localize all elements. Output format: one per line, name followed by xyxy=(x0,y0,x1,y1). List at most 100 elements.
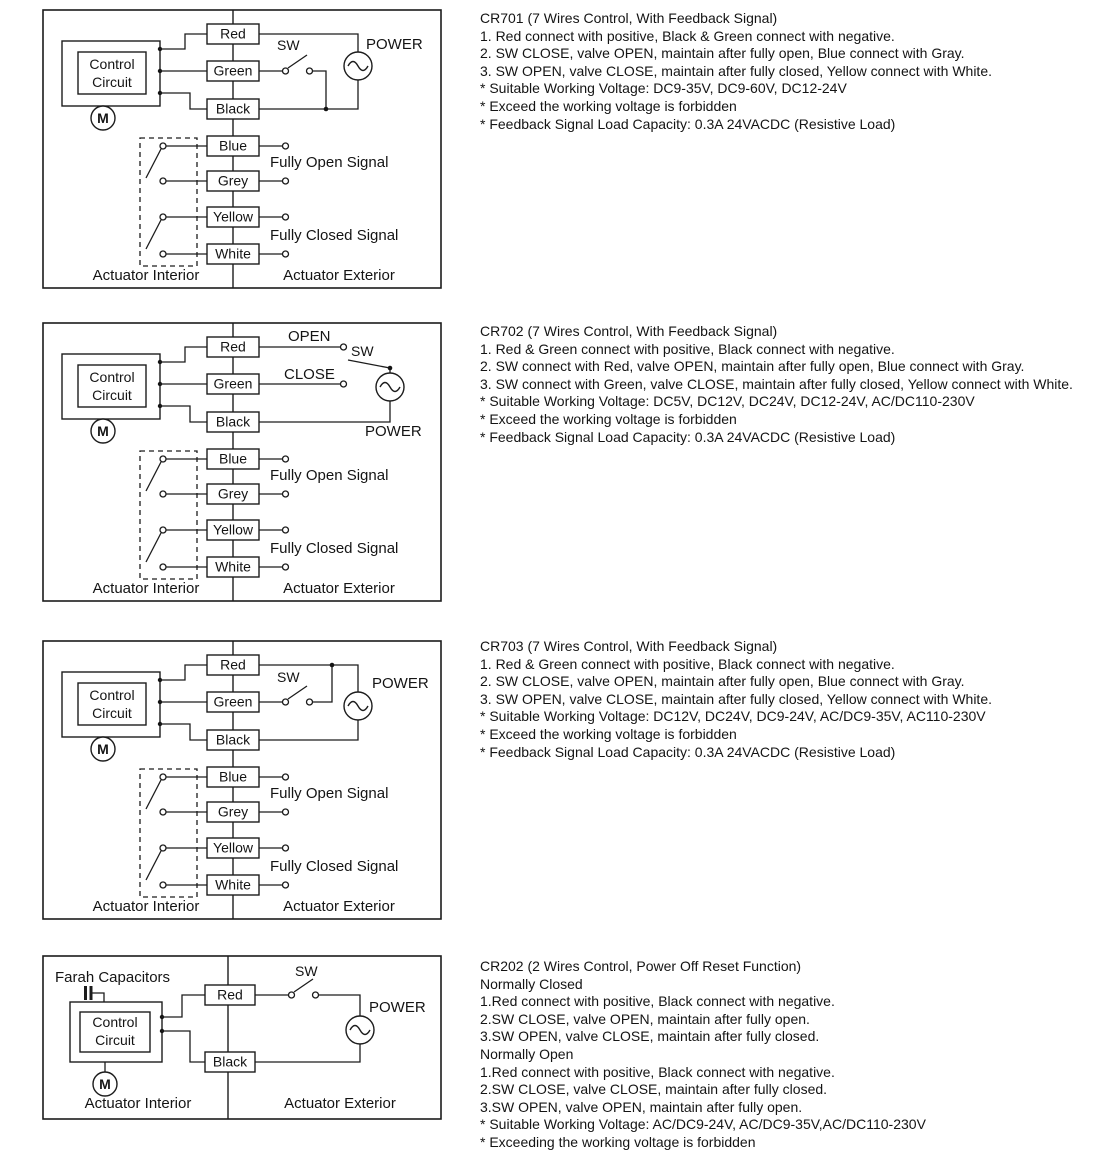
power-source-icon xyxy=(343,691,373,721)
wire-boxes xyxy=(206,336,260,578)
wire-box-yellow xyxy=(206,206,260,228)
wires xyxy=(139,664,359,898)
cr202-description: CR202 (2 Wires Control, Power Off Reset … xyxy=(480,958,1100,1152)
wire-label-red: Red xyxy=(217,987,243,1003)
wire-box-red xyxy=(204,984,256,1006)
motor-icon xyxy=(90,418,116,444)
diagram-frame xyxy=(42,955,442,1120)
actuator-exterior-label: Actuator Exterior xyxy=(283,898,395,915)
power-label: POWER xyxy=(369,999,426,1016)
cr701-line: 1. Red connect with positive, Black & Gr… xyxy=(480,27,895,44)
wire-box-white xyxy=(206,874,260,896)
wire-label-blue: Blue xyxy=(219,769,247,785)
cr701-line: * Exceed the working voltage is forbidde… xyxy=(480,97,737,114)
wire-box-red xyxy=(206,654,260,676)
wire-box-green xyxy=(206,60,260,82)
cr701-line: * Suitable Working Voltage: DC9-35V, DC9… xyxy=(480,80,847,97)
feedback-switch-blade xyxy=(145,532,162,563)
fully-open-signal-label: Fully Open Signal xyxy=(270,467,388,484)
control-label: Control xyxy=(89,56,134,72)
wire-box-black xyxy=(206,98,260,120)
motor-icon xyxy=(92,1071,118,1097)
control-label: Control xyxy=(92,1014,137,1030)
cr202-line: * Exceeding the working voltage is forbi… xyxy=(480,1133,756,1150)
wires xyxy=(162,978,361,1063)
motor-icon xyxy=(90,736,116,762)
junction-dot xyxy=(387,365,393,371)
cr701-description: CR701 (7 Wires Control, With Feedback Si… xyxy=(480,10,1100,133)
wire-box-black xyxy=(204,1051,256,1073)
circuit-label: Circuit xyxy=(95,1032,135,1048)
wire-label-black: Black xyxy=(216,101,251,117)
feedback-switch-dashed-box xyxy=(139,768,198,898)
fully-open-signal-label: Fully Open Signal xyxy=(270,785,388,802)
wire-box-grey xyxy=(206,170,260,192)
wire-label-white: White xyxy=(215,877,251,893)
terminal-circles xyxy=(159,343,348,571)
wire-label-red: Red xyxy=(220,657,246,673)
farah-capacitors-label: Farah Capacitors xyxy=(55,969,170,986)
wire-box-red xyxy=(206,23,260,45)
sw-switch-blade xyxy=(347,359,391,369)
terminal-circles xyxy=(159,698,314,889)
close-label: CLOSE xyxy=(284,366,335,383)
cr702-line: 2. SW connect with Red, valve OPEN, main… xyxy=(480,358,1025,375)
wire-label-white: White xyxy=(215,246,251,262)
actuator-interior-label: Actuator Interior xyxy=(85,1095,192,1112)
power-source-icon xyxy=(345,1015,375,1045)
control-circuit-block xyxy=(61,353,161,444)
wire-box-blue xyxy=(206,766,260,788)
motor-label: M xyxy=(99,1076,111,1092)
cr202-line: 2.SW CLOSE, valve OPEN, maintain after f… xyxy=(480,1010,810,1027)
cr703-line: * Suitable Working Voltage: DC12V, DC24V… xyxy=(480,708,986,725)
cr703-line: * Feedback Signal Load Capacity: 0.3A 24… xyxy=(480,743,896,760)
wire-label-grey: Grey xyxy=(218,486,248,502)
cr702-line: 1. Red & Green connect with positive, Bl… xyxy=(480,340,895,357)
wire-label-red: Red xyxy=(220,26,246,42)
cr701-line: * Feedback Signal Load Capacity: 0.3A 24… xyxy=(480,115,896,132)
cr702-line: * Suitable Working Voltage: DC5V, DC12V,… xyxy=(480,393,975,410)
open-label: OPEN xyxy=(288,328,331,345)
cr202-line: * Suitable Working Voltage: AC/DC9-24V, … xyxy=(480,1116,926,1133)
cr702-title: CR702 (7 Wires Control, With Feedback Si… xyxy=(480,323,778,339)
cr701-line: 3. SW OPEN, valve CLOSE, maintain after … xyxy=(480,62,992,79)
cr202-line: Normally Open xyxy=(480,1045,574,1062)
wire-box-green xyxy=(206,691,260,713)
wire-label-yellow: Yellow xyxy=(213,840,254,856)
actuator-interior-label: Actuator Interior xyxy=(93,580,200,597)
wire-label-yellow: Yellow xyxy=(213,209,254,225)
wire-box-green xyxy=(206,373,260,395)
cr202-line: 3.SW OPEN, valve OPEN, maintain after fu… xyxy=(480,1098,803,1115)
cr202-wiring-diagram: Farah Capacitors Control Circuit M Red B… xyxy=(42,955,442,1120)
feedback-switch-dashed-box xyxy=(139,450,198,580)
actuator-exterior-label: Actuator Exterior xyxy=(283,580,395,597)
wire-box-white xyxy=(206,243,260,265)
wire-label-black: Black xyxy=(213,1054,248,1070)
feedback-switch-blade xyxy=(145,779,162,810)
sw-label: SW xyxy=(277,669,300,685)
actuator-interior-label: Actuator Interior xyxy=(93,267,200,284)
fully-closed-signal-label: Fully Closed Signal xyxy=(270,540,398,557)
wire-box-grey xyxy=(206,483,260,505)
wire-label-green: Green xyxy=(214,694,253,710)
wire-label-red: Red xyxy=(220,339,246,355)
cr702-line: 3. SW connect with Green, valve CLOSE, m… xyxy=(480,375,1073,392)
feedback-switch-blade xyxy=(145,219,162,250)
power-label: POWER xyxy=(366,36,423,53)
power-label: POWER xyxy=(372,675,429,692)
control-label: Control xyxy=(89,687,134,703)
cr702-description: CR702 (7 Wires Control, With Feedback Si… xyxy=(480,323,1100,446)
circuit-label: Circuit xyxy=(92,74,132,90)
feedback-switch-blade xyxy=(145,850,162,881)
cr202-line: 1.Red connect with positive, Black conne… xyxy=(480,1063,835,1080)
motor-label: M xyxy=(97,741,109,757)
cr702-line: * Feedback Signal Load Capacity: 0.3A 24… xyxy=(480,428,896,445)
actuator-exterior-label: Actuator Exterior xyxy=(283,267,395,284)
terminal-circles xyxy=(287,991,320,999)
wire-label-green: Green xyxy=(214,63,253,79)
cr202-title: CR202 (2 Wires Control, Power Off Reset … xyxy=(480,958,802,974)
wire-label-blue: Blue xyxy=(219,451,247,467)
wire-box-grey xyxy=(206,801,260,823)
wire-label-white: White xyxy=(215,559,251,575)
feedback-switch-blade xyxy=(145,148,162,179)
